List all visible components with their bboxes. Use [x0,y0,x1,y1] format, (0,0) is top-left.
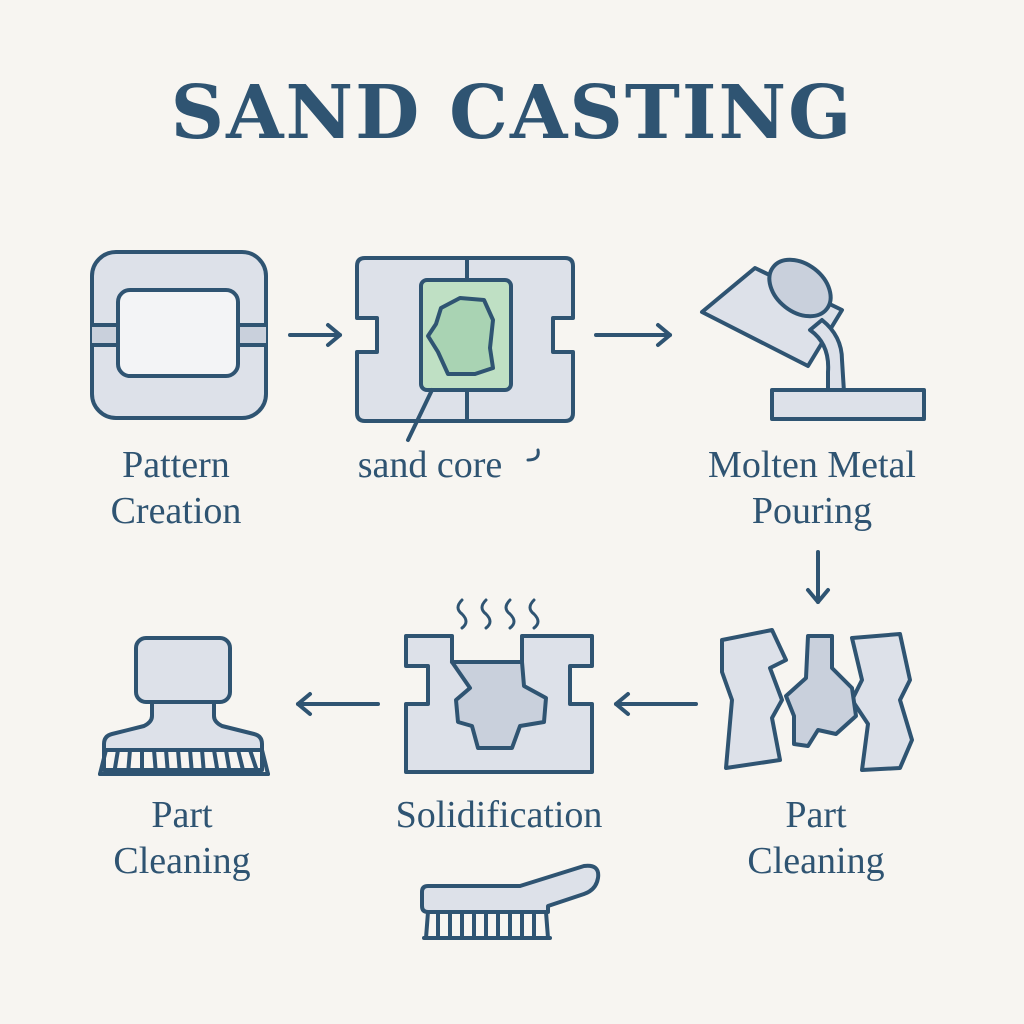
sand-mold-core-icon [355,256,575,462]
arrow-right-icon [594,323,672,347]
broken-mold-icon [720,628,914,772]
cooling-mold-icon [404,598,594,774]
arrow-down-icon [806,550,830,604]
scrub-brush-icon [420,863,601,940]
step-label-solidification: Solidification [395,794,603,836]
cleaning-brush-icon [98,636,270,776]
arrow-right-icon [288,323,342,347]
step-label-sand-core: sand core [357,444,503,486]
step-label-part-cleaning-right: Part Cleaning [747,794,885,882]
pattern-box-icon [90,250,268,420]
ladle-pouring-icon [700,257,926,421]
diagram-title: SAND CASTING [170,70,854,156]
arrow-left-icon [296,692,380,716]
step-label-part-cleaning-left: Part Cleaning [113,794,251,882]
step-label-pattern-creation: Pattern Creation [110,444,242,532]
arrow-left-icon [614,692,698,716]
step-label-molten-metal-pouring: Molten Metal Pouring [708,444,916,532]
